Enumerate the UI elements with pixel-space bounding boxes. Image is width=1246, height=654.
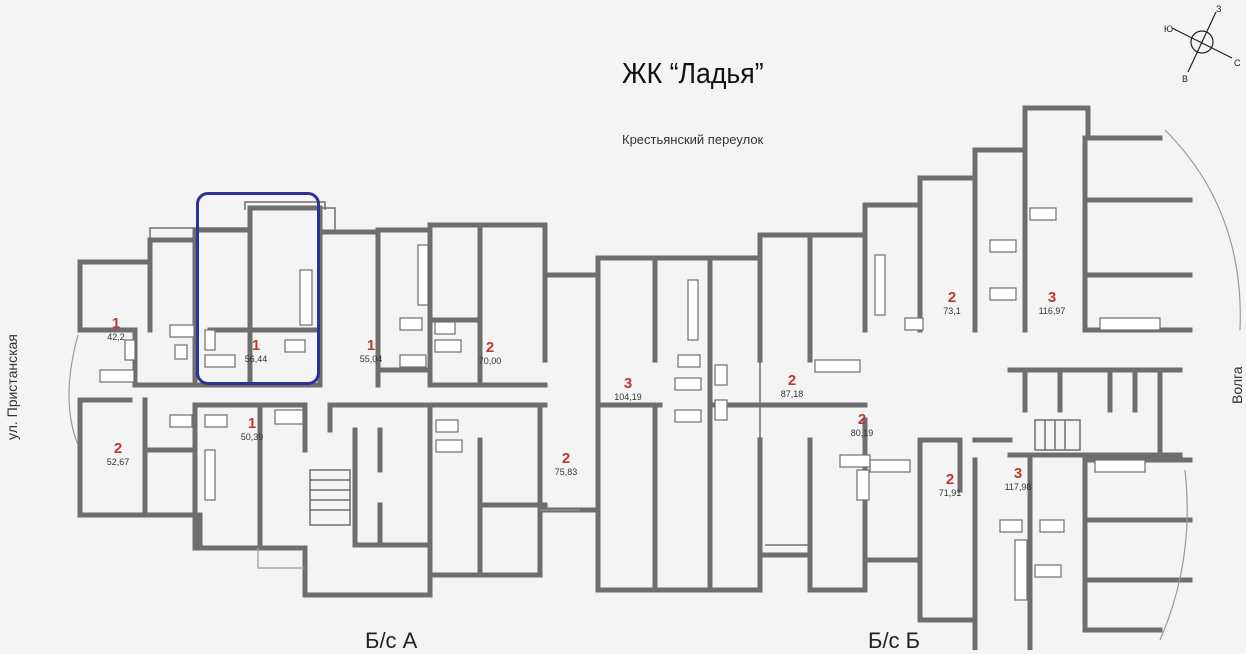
apartment-rooms: 1 [251, 337, 261, 354]
apartment-label[interactable]: 2 73,1 [922, 290, 982, 317]
apartment-label[interactable]: 1 42,2 [86, 316, 146, 343]
apartment-area: 117,98 [1004, 482, 1032, 492]
apartment-rooms: 2 [485, 339, 495, 356]
apartment-area: 52,67 [106, 457, 130, 467]
apartment-rooms: 3 [623, 375, 633, 392]
compass-south: В [1182, 74, 1189, 84]
apartment-label[interactable]: 2 70,00 [460, 340, 520, 367]
apartment-area: 50,39 [240, 432, 264, 442]
apartment-area: 70,00 [478, 356, 502, 366]
apartment-rooms: 2 [561, 450, 571, 467]
apartment-area: 56,44 [244, 354, 268, 364]
apartment-rooms: 2 [947, 289, 957, 306]
apartment-label[interactable]: 2 87,18 [762, 373, 822, 400]
street-label-right: Волга [1229, 366, 1245, 404]
compass-east: С [1234, 58, 1241, 68]
apartment-label[interactable]: 3 104,19 [598, 376, 658, 403]
apartment-rooms: 1 [111, 315, 121, 332]
apartment-label[interactable]: 2 71,91 [920, 472, 980, 499]
apartment-rooms: 3 [1013, 465, 1023, 482]
selected-apartment-highlight[interactable] [196, 192, 320, 385]
street-label-left: ул. Пристанская [4, 334, 20, 440]
apartment-label[interactable]: 1 56,44 [226, 338, 286, 365]
section-label-b: Б/с Б [868, 628, 921, 653]
apartment-area: 42,2 [107, 332, 125, 342]
apartment-label[interactable]: 2 80,19 [832, 412, 892, 439]
apartment-rooms: 2 [857, 411, 867, 428]
compass-west: Ю [1164, 24, 1174, 34]
apartment-rooms: 1 [247, 415, 257, 432]
apartment-area: 75,83 [554, 467, 578, 477]
apartment-area: 104,19 [614, 392, 642, 402]
apartment-label[interactable]: 1 55,04 [341, 338, 401, 365]
apartment-label[interactable]: 3 117,98 [988, 466, 1048, 493]
apartment-rooms: 2 [945, 471, 955, 488]
apartment-label[interactable]: 3 116,97 [1022, 290, 1082, 317]
compass-north: З [1216, 4, 1222, 14]
apartment-rooms: 1 [366, 337, 376, 354]
compass-icon [1171, 11, 1233, 73]
section-label-a: Б/с А [365, 628, 418, 653]
apartment-rooms: 2 [787, 372, 797, 389]
apartment-area: 55,04 [359, 354, 383, 364]
page-title: ЖК “Ладья” [622, 58, 764, 90]
apartment-area: 71,91 [938, 488, 962, 498]
compass: З Ю С В [1160, 0, 1246, 86]
apartment-rooms: 2 [113, 440, 123, 457]
apartment-area: 87,18 [780, 389, 804, 399]
apartment-area: 116,97 [1038, 306, 1066, 316]
apartment-area: 80,19 [850, 428, 874, 438]
apartment-area: 73,1 [943, 306, 961, 316]
apartment-label[interactable]: 2 52,67 [88, 441, 148, 468]
apartment-rooms: 3 [1047, 289, 1057, 306]
apartment-label[interactable]: 2 75,83 [536, 451, 596, 478]
apartment-label[interactable]: 1 50,39 [222, 416, 282, 443]
street-label-top: Крестьянский переулок [622, 132, 764, 147]
